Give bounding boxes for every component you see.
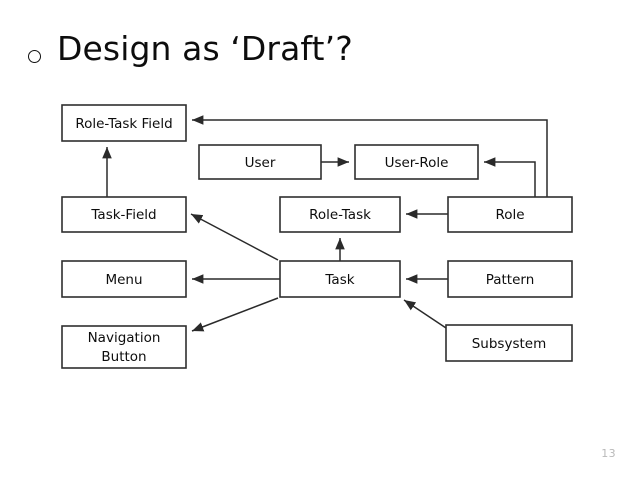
node-label-line1: Navigation <box>88 330 161 346</box>
node-label: Task <box>324 272 354 288</box>
slide-title-row: Design as ‘Draft’? <box>28 29 353 68</box>
node-label: Subsystem <box>472 336 547 352</box>
node-label: User-Role <box>385 155 449 171</box>
edge-task-to-navigation-button <box>191 297 279 332</box>
node-user-role[interactable]: User-Role <box>354 144 479 180</box>
node-navigation-button[interactable]: Navigation Button <box>61 325 187 369</box>
edge-role-to-user-role <box>483 157 536 197</box>
page-number: 13 <box>601 447 616 460</box>
node-pattern[interactable]: Pattern <box>447 260 573 298</box>
node-label: Role <box>495 207 524 223</box>
node-task[interactable]: Task <box>279 260 401 298</box>
edge-role-to-role-task-field <box>191 115 548 197</box>
node-label: User <box>245 155 276 171</box>
node-role[interactable]: Role <box>447 196 573 233</box>
node-label: Task-Field <box>90 207 156 223</box>
circle-outline-icon <box>28 49 41 63</box>
node-label: Menu <box>105 272 142 288</box>
node-role-task[interactable]: Role-Task <box>279 196 401 233</box>
node-user[interactable]: User <box>198 144 322 180</box>
node-label-line2: Button <box>101 349 146 365</box>
edge-subsystem-to-task <box>403 299 447 329</box>
node-task-field[interactable]: Task-Field <box>61 196 187 233</box>
node-label: Pattern <box>486 272 535 288</box>
node-label: Role-Task <box>309 207 371 223</box>
node-menu[interactable]: Menu <box>61 260 187 298</box>
node-label: Role-Task Field <box>75 116 172 132</box>
page-title: Design as ‘Draft’? <box>57 29 353 68</box>
edge-task-to-task-field <box>190 213 279 261</box>
node-role-task-field[interactable]: Role-Task Field <box>61 104 187 142</box>
node-subsystem[interactable]: Subsystem <box>445 324 573 362</box>
